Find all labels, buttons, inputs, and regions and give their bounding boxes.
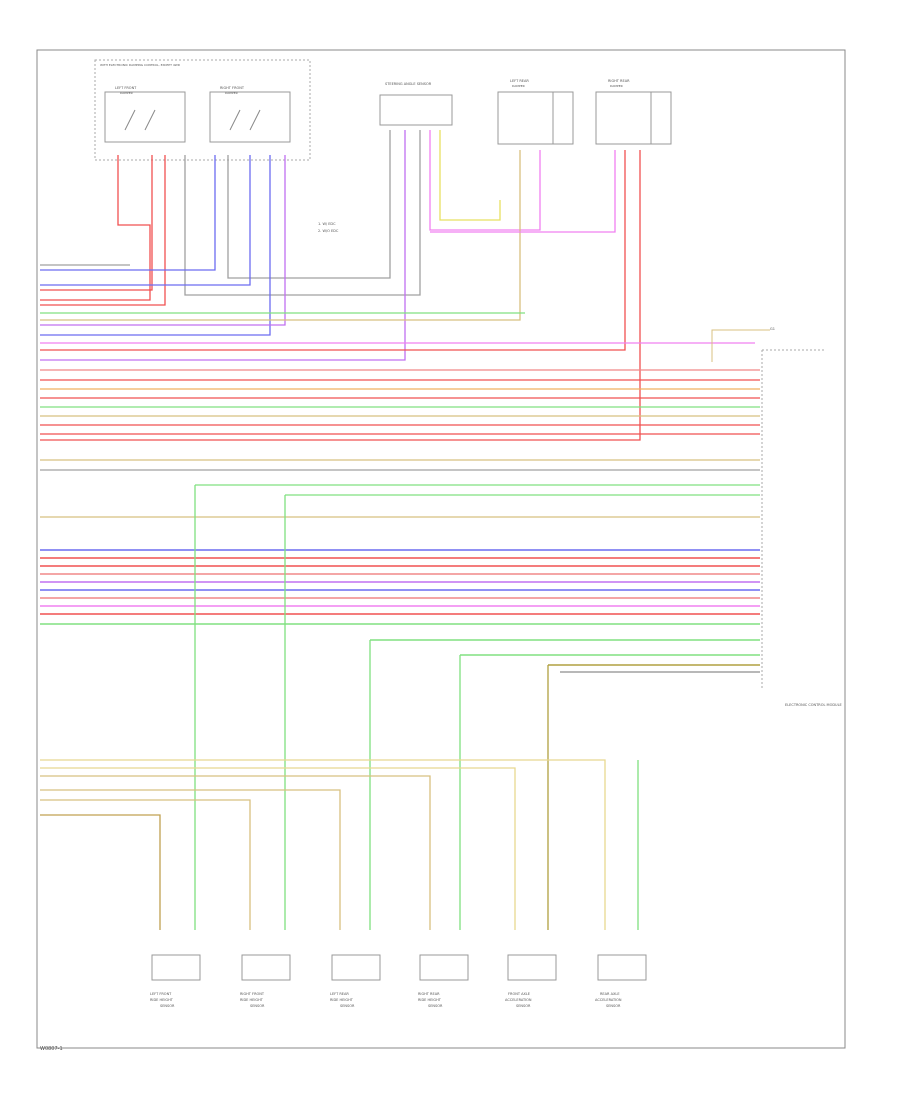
footer-code: W0807-1 [40, 1046, 63, 1052]
svg-text:SENSOR: SENSOR [606, 1004, 621, 1008]
svg-text:DAMPER: DAMPER [225, 91, 238, 95]
left-rear-damper: LEFT REAR DAMPER [497, 79, 574, 145]
svg-text:RIDE HEIGHT: RIDE HEIGHT [418, 998, 442, 1002]
right-front-damper: RIGHT FRONT DAMPER [209, 86, 291, 143]
top-vertical-wires [40, 130, 641, 441]
diagram-frame [36, 49, 846, 1049]
svg-text:SENSOR: SENSOR [160, 1004, 175, 1008]
sensor-front-axle: FRONT AXLE ACCELERATION SENSOR [505, 954, 557, 1008]
svg-text:LEFT REAR: LEFT REAR [330, 992, 349, 996]
sensor-right-front: RIGHT FRONT RIDE HEIGHT SENSOR [240, 954, 291, 1008]
svg-text:RIGHT FRONT: RIGHT FRONT [220, 86, 245, 90]
top-note: WITH ELECTRONIC DAMPING CONTROL, EXCEPT … [100, 63, 181, 67]
sensor-vertical-wires [40, 485, 639, 930]
svg-text:LEFT REAR: LEFT REAR [510, 79, 529, 83]
svg-text:DAMPER: DAMPER [120, 91, 133, 95]
svg-text:SENSOR: SENSOR [340, 1004, 355, 1008]
harness-lines-lower [40, 549, 760, 673]
sensor-rear-axle: REAR AXLE ACCELERATION SENSOR [595, 954, 647, 1008]
harness-lines-upper [40, 264, 760, 518]
damper-label-1: 1. W/ EDC [318, 222, 336, 226]
steering-angle-sensor: STEERING ANGLE SENSOR [379, 82, 453, 126]
sensor-right-rear: RIGHT REAR RIDE HEIGHT SENSOR [418, 954, 469, 1008]
damper-label-2: 2. W/O EDC [318, 229, 339, 233]
svg-text:ACCELERATION: ACCELERATION [595, 998, 622, 1002]
svg-text:RIGHT REAR: RIGHT REAR [418, 992, 440, 996]
svg-text:LEFT FRONT: LEFT FRONT [150, 992, 172, 996]
svg-text:RIGHT FRONT: RIGHT FRONT [240, 992, 265, 996]
svg-text:FRONT AXLE: FRONT AXLE [508, 992, 530, 996]
svg-text:SENSOR: SENSOR [250, 1004, 265, 1008]
svg-text:ELECTRONIC CONTROL MODULE: ELECTRONIC CONTROL MODULE [785, 703, 842, 707]
center-control-module: ELECTRONIC CONTROL MODULE G1 [711, 327, 842, 707]
svg-text:RIDE HEIGHT: RIDE HEIGHT [150, 998, 174, 1002]
svg-text:DAMPER: DAMPER [610, 84, 623, 88]
svg-text:LEFT FRONT: LEFT FRONT [115, 86, 137, 90]
svg-text:SENSOR: SENSOR [516, 1004, 531, 1008]
sensor-left-front: LEFT FRONT RIDE HEIGHT SENSOR [150, 954, 201, 1008]
damper-group-box [94, 59, 311, 161]
svg-text:ACCELERATION: ACCELERATION [505, 998, 532, 1002]
svg-text:G1: G1 [770, 327, 775, 331]
svg-text:RIDE HEIGHT: RIDE HEIGHT [240, 998, 264, 1002]
left-front-damper: LEFT FRONT DAMPER [104, 86, 186, 143]
svg-text:REAR AXLE: REAR AXLE [600, 992, 620, 996]
svg-text:STEERING ANGLE SENSOR: STEERING ANGLE SENSOR [385, 82, 432, 86]
svg-text:RIDE HEIGHT: RIDE HEIGHT [330, 998, 354, 1002]
svg-text:SENSOR: SENSOR [428, 1004, 443, 1008]
sensor-left-rear: LEFT REAR RIDE HEIGHT SENSOR [330, 954, 381, 1008]
svg-text:RIGHT REAR: RIGHT REAR [608, 79, 630, 83]
right-rear-damper: RIGHT REAR DAMPER [595, 79, 672, 145]
svg-text:DAMPER: DAMPER [512, 84, 525, 88]
